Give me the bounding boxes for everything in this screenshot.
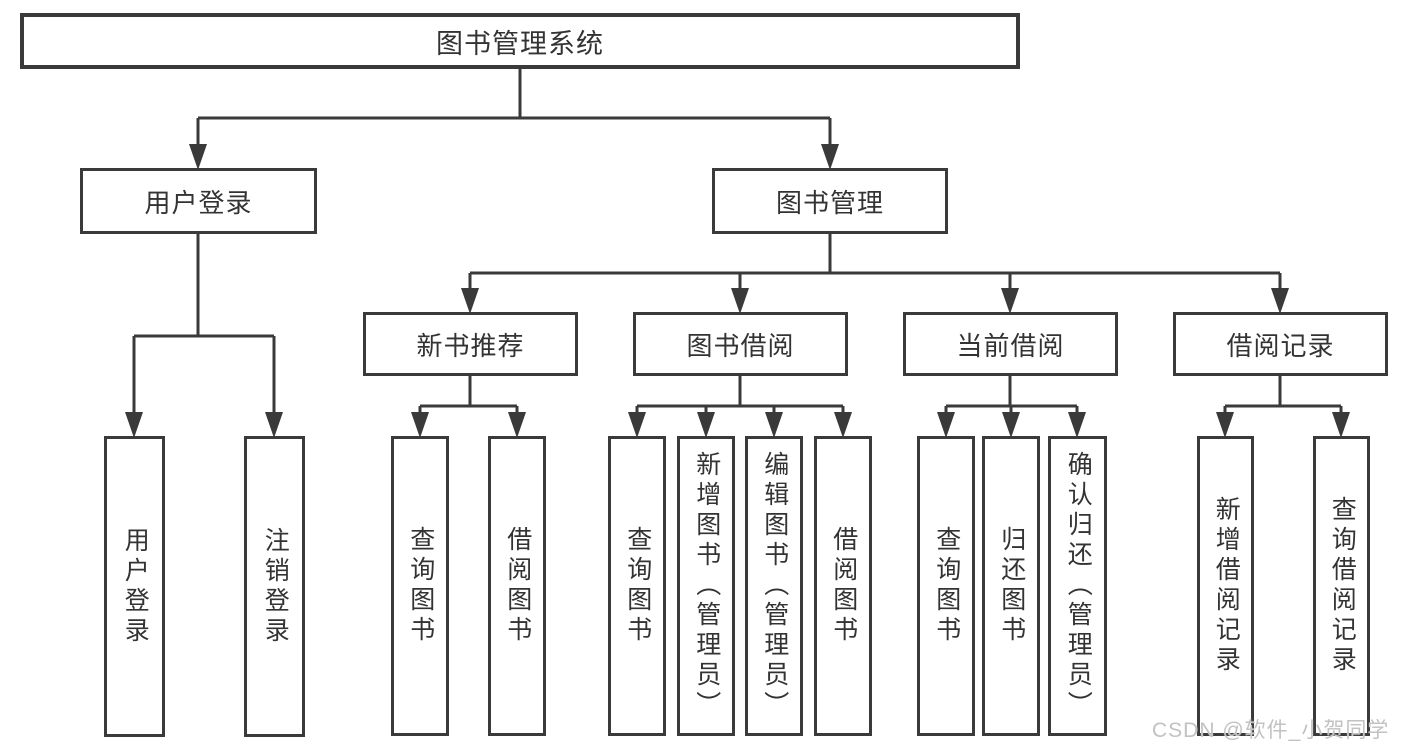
watermark: CSDN @软件_小贺同学 bbox=[1152, 719, 1390, 742]
leaf-borrow-books-2: 借阅图书 bbox=[814, 436, 872, 736]
leaf-query-books-2: 查询图书 bbox=[608, 436, 666, 736]
arrow-icon bbox=[697, 412, 715, 438]
arrowheads bbox=[125, 144, 1350, 438]
connector-new-books bbox=[418, 376, 519, 420]
arrow-icon bbox=[834, 412, 852, 438]
leaf-add-books-admin: 新增图书（管理员） bbox=[677, 436, 735, 736]
node-book-borrowing: 图书借阅 bbox=[633, 312, 848, 376]
node-book-management-branch: 图书管理 bbox=[712, 168, 948, 234]
node-root-system: 图书管理系统 bbox=[20, 13, 1020, 69]
connector-records bbox=[1223, 376, 1343, 420]
arrow-icon bbox=[1002, 412, 1020, 438]
arrow-icon bbox=[628, 412, 646, 438]
leaf-return-books: 归还图书 bbox=[982, 436, 1040, 736]
connector-book-mgmt bbox=[468, 234, 1282, 296]
node-borrow-records: 借阅记录 bbox=[1173, 312, 1388, 376]
arrow-icon bbox=[731, 288, 749, 314]
leaf-logout: 注销登录 bbox=[244, 436, 305, 737]
leaf-edit-books-admin: 编辑图书（管理员） bbox=[745, 436, 803, 736]
connector-borrowing bbox=[635, 376, 845, 420]
arrow-icon bbox=[821, 144, 839, 170]
connector-root bbox=[196, 64, 832, 152]
arrow-icon bbox=[1068, 412, 1086, 438]
arrow-icon bbox=[265, 412, 283, 438]
node-new-book-recommend: 新书推荐 bbox=[363, 312, 578, 376]
arrow-icon bbox=[765, 412, 783, 438]
arrow-icon bbox=[1216, 412, 1234, 438]
arrow-icon bbox=[411, 412, 429, 438]
leaf-add-borrow-record: 新增借阅记录 bbox=[1197, 436, 1254, 736]
arrow-icon bbox=[461, 288, 479, 314]
arrow-icon bbox=[189, 144, 207, 170]
connector-user-login bbox=[132, 234, 276, 420]
arrow-icon bbox=[1271, 288, 1289, 314]
node-user-login-branch: 用户登录 bbox=[80, 168, 317, 234]
leaf-query-borrow-record: 查询借阅记录 bbox=[1313, 436, 1370, 736]
leaf-user-login: 用户登录 bbox=[104, 436, 165, 737]
arrow-icon bbox=[508, 412, 526, 438]
node-current-borrowing: 当前借阅 bbox=[903, 312, 1118, 376]
leaf-query-books-3: 查询图书 bbox=[917, 436, 975, 736]
leaf-confirm-return-admin: 确认归还（管理员） bbox=[1048, 436, 1107, 736]
leaf-query-books-1: 查询图书 bbox=[391, 436, 449, 736]
arrow-icon bbox=[937, 412, 955, 438]
arrow-icon bbox=[1332, 412, 1350, 438]
leaf-borrow-books-1: 借阅图书 bbox=[488, 436, 546, 736]
arrow-icon bbox=[125, 412, 143, 438]
arrow-icon bbox=[1001, 288, 1019, 314]
